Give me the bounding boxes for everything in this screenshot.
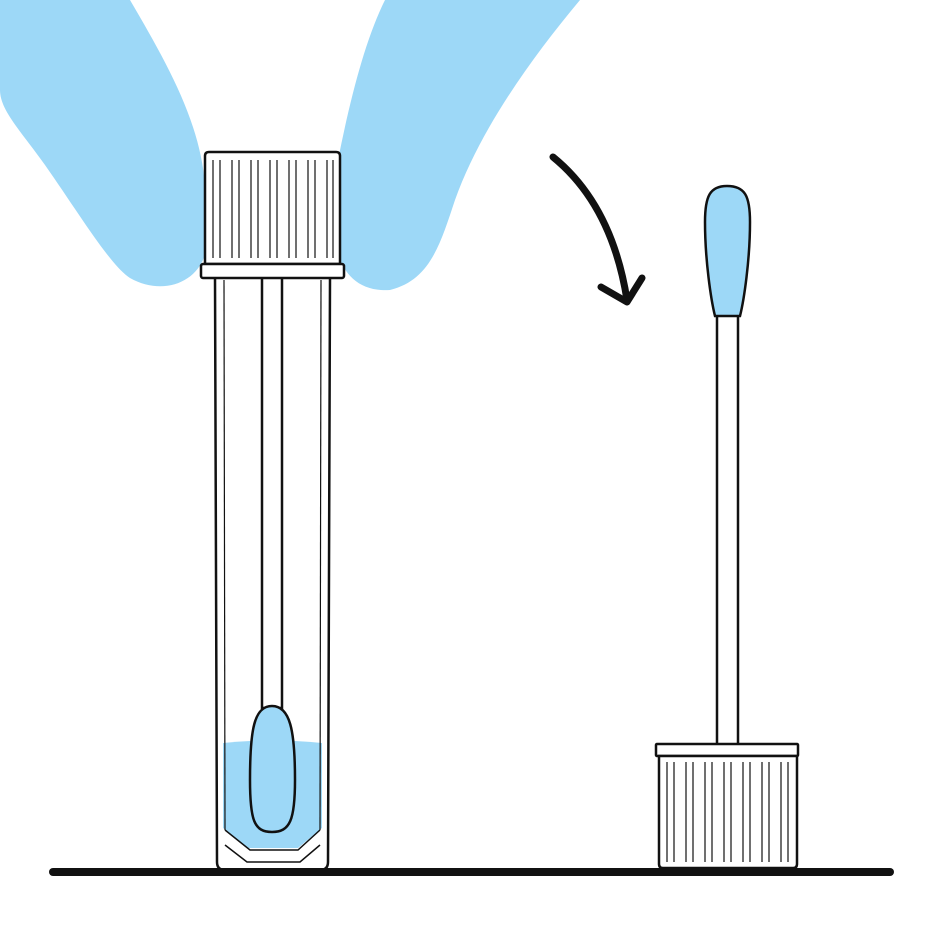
cap-ridges: [212, 160, 334, 258]
swab-tip: [248, 704, 297, 834]
swab-tip-right: [703, 184, 752, 318]
fingers-icon: [0, 0, 580, 291]
tube-inner-left: [223, 279, 226, 831]
cap-right-ridges: [666, 762, 789, 862]
tube-bottom-v: [224, 829, 321, 863]
right-finger: [338, 0, 580, 291]
tube-cap: [199, 150, 346, 280]
swab-stick-right: [715, 308, 740, 748]
swab-stick: [260, 274, 284, 710]
tube-inner-right: [319, 279, 322, 831]
tube-with-swab: [199, 150, 346, 872]
cap-right: [654, 742, 800, 870]
curved-arrow-down-icon: [549, 153, 646, 306]
left-finger: [0, 0, 205, 287]
swab-with-cap: [654, 184, 800, 870]
